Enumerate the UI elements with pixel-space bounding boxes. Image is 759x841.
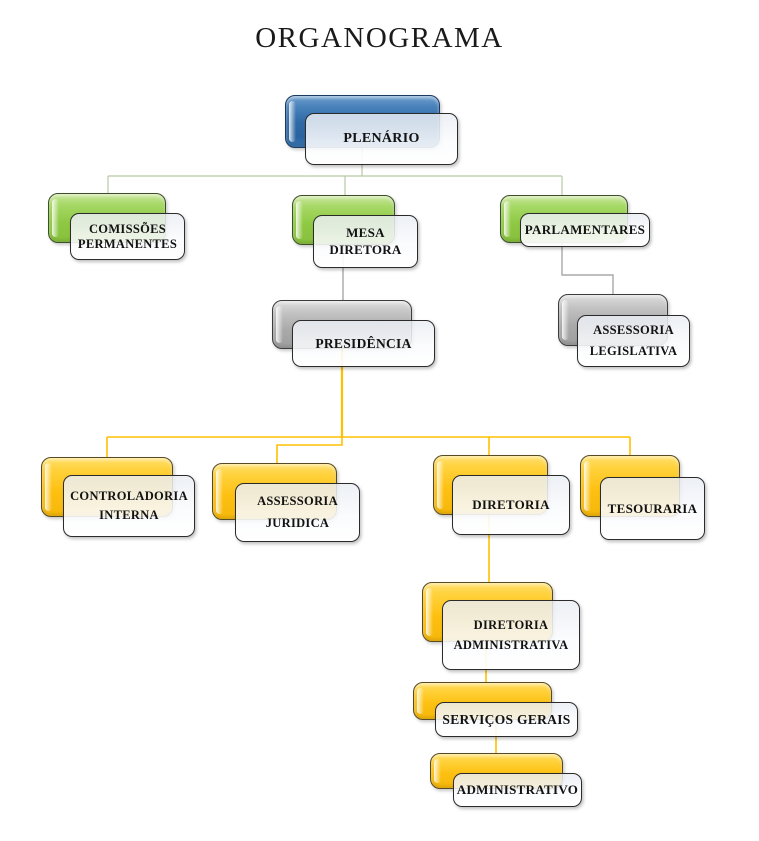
- controladoria-interna-label: CONTROLADORIA INTERNA: [63, 475, 195, 537]
- connector-parlamentares-assessoria-legislativa: [561, 242, 614, 296]
- parlamentares-label: PARLAMENTARES: [520, 213, 650, 247]
- servicos-gerais-label: SERVIÇOS GERAIS: [435, 702, 578, 737]
- page-title: ORGANOGRAMA: [255, 22, 504, 54]
- mesa-diretora-label: MESA DIRETORA: [313, 215, 418, 268]
- diretoria-administrativa-label: DIRETORIA ADMINISTRATIVA: [442, 600, 580, 670]
- tesouraria-label: TESOURARIA: [600, 477, 705, 540]
- assessoria-juridica-label: ASSESSORIA JURIDICA: [235, 483, 360, 542]
- presidencia-label: PRESIDÊNCIA: [292, 320, 435, 367]
- diretoria-label: DIRETORIA: [452, 475, 570, 535]
- assessoria-legislativa-label: ASSESSORIA LEGISLATIVA: [577, 315, 690, 367]
- connector-drop-assessoria-juridica: [276, 437, 343, 466]
- plenario-label: PLENÁRIO: [305, 113, 458, 165]
- administrativo-label: ADMINISTRATIVO: [453, 773, 582, 807]
- comissoes-permanentes-label: COMISSÕES PERMANENTES: [70, 213, 185, 260]
